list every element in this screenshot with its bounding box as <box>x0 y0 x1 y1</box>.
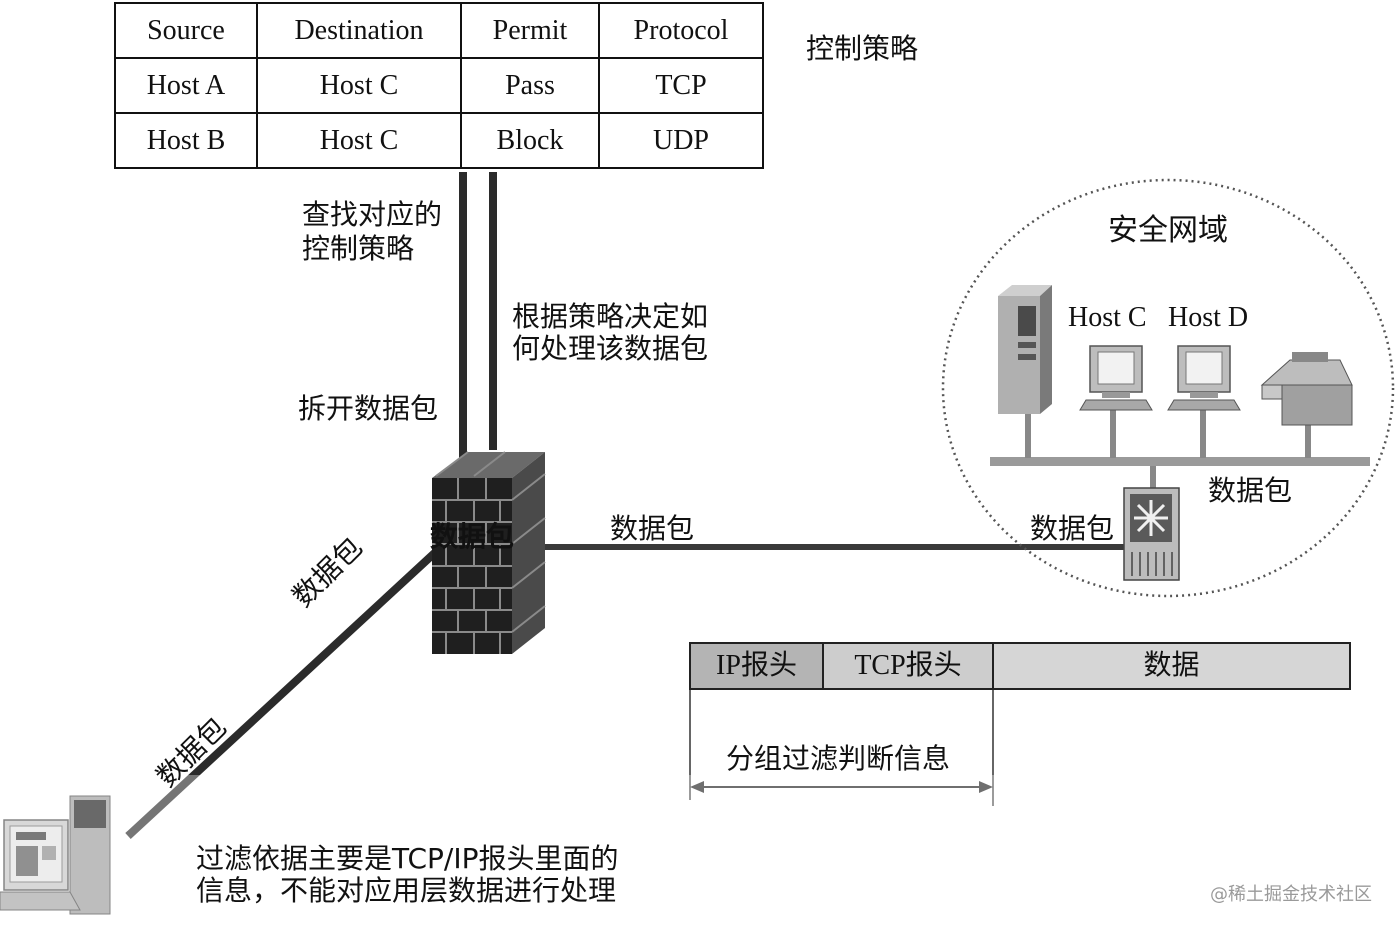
table-header-row: Source Destination Permit Protocol <box>114 2 764 59</box>
firewall-icon <box>432 451 546 654</box>
cell: TCP <box>598 57 764 114</box>
host-d-label: Host D <box>1168 302 1249 333</box>
host-d-computer-icon <box>1167 345 1241 411</box>
server-icon <box>998 285 1052 414</box>
policy-table: Source Destination Permit Protocol Host … <box>114 2 764 169</box>
watermark-text: @稀土掘金技术社区 <box>1210 884 1372 905</box>
packet-label-zone-entry: 数据包 <box>1030 512 1115 545</box>
header-permit: Permit <box>460 2 600 59</box>
cell: Block <box>460 112 600 169</box>
tcp-header-segment: TCP报头 <box>822 642 994 690</box>
packet-label-zone-bus: 数据包 <box>1208 474 1293 507</box>
decide-label-line1: 根据策略决定如 <box>512 300 709 333</box>
link-to-zone <box>530 544 1135 550</box>
header-source: Source <box>114 2 258 59</box>
cell: Host B <box>114 112 258 169</box>
secure-zone-label: 安全网域 <box>1108 213 1228 248</box>
note-line2: 信息，不能对应用层数据进行处理 <box>196 874 617 907</box>
host-c-computer-icon <box>1079 345 1153 411</box>
link-decide <box>489 172 497 450</box>
host-c-label: Host C <box>1068 302 1147 333</box>
link-lookup <box>459 172 467 460</box>
cell: UDP <box>598 112 764 169</box>
router-icon <box>1123 487 1180 581</box>
filter-info-label: 分组过滤判断信息 <box>726 742 951 775</box>
link-to-client <box>125 545 443 839</box>
ip-header-segment: IP报头 <box>689 642 824 690</box>
lan-bus <box>990 457 1370 466</box>
client-computer-icon <box>0 795 111 915</box>
secure-zone-boundary <box>941 178 1395 598</box>
packet-label-horizontal: 数据包 <box>610 512 695 545</box>
table-row: Host B Host C Block UDP <box>114 112 764 169</box>
data-segment: 数据 <box>992 642 1351 690</box>
printer-icon <box>1260 352 1353 426</box>
cell: Pass <box>460 57 600 114</box>
header-destination: Destination <box>256 2 462 59</box>
policy-title: 控制策略 <box>806 32 919 65</box>
cell: Host C <box>256 112 462 169</box>
header-protocol: Protocol <box>598 2 764 59</box>
cell: Host C <box>256 57 462 114</box>
cell: Host A <box>114 57 258 114</box>
lookup-label-line1: 查找对应的 <box>302 198 443 231</box>
firewall-packet-label: 数据包 <box>430 520 515 553</box>
lookup-label-line2: 控制策略 <box>302 232 415 265</box>
table-row: Host A Host C Pass TCP <box>114 57 764 114</box>
note-line1: 过滤依据主要是TCP/IP报头里面的 <box>196 842 619 875</box>
decide-label-line2: 何处理该数据包 <box>512 332 709 365</box>
unpack-label: 拆开数据包 <box>298 392 439 425</box>
